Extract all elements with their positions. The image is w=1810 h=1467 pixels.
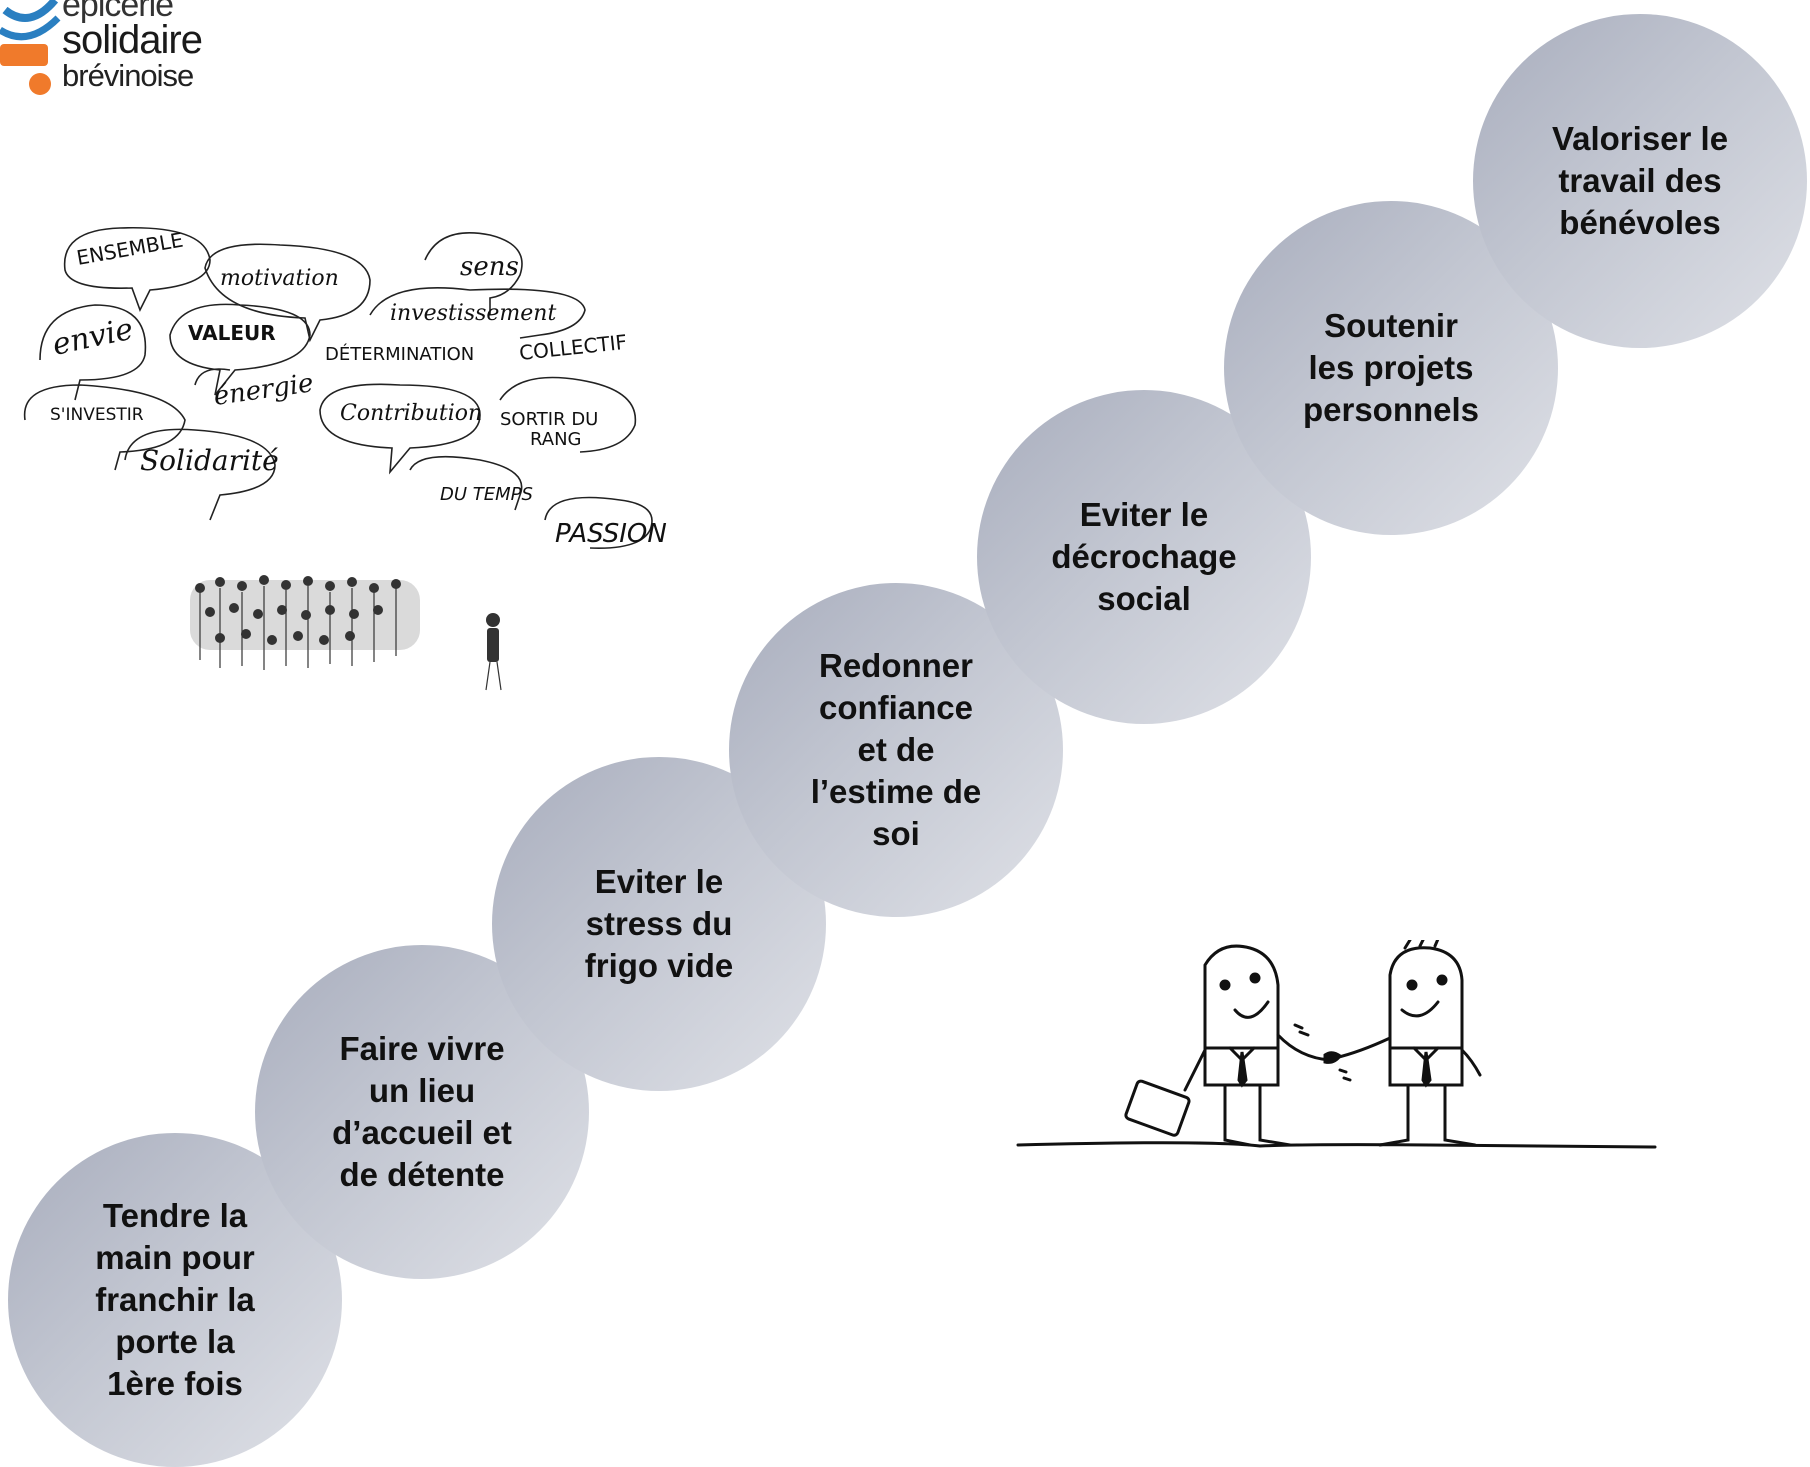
svg-text:envie: envie bbox=[49, 312, 136, 363]
step-label: Valoriser le travail des bénévoles bbox=[1551, 120, 1729, 241]
step-circle-5: Eviter le décrochage social bbox=[977, 390, 1311, 724]
step-label: Soutenir les projets personnels bbox=[1302, 307, 1480, 428]
svg-text:SORTIR DU: SORTIR DU bbox=[500, 409, 598, 430]
svg-text:VALEUR: VALEUR bbox=[188, 321, 276, 345]
step-label: Redonner confiance et de l’estime de soi bbox=[810, 647, 982, 852]
step-circle-7: Valoriser le travail des bénévoles bbox=[1473, 14, 1807, 348]
step-label: Faire vivre un lieu d’accueil et de déte… bbox=[332, 1030, 512, 1193]
logo-text-line3: brévinoise bbox=[62, 58, 194, 93]
step-circle-4: Redonner confiance et de l’estime de soi bbox=[729, 583, 1063, 917]
svg-text:énergie: énergie bbox=[212, 368, 315, 412]
svg-text:Contribution: Contribution bbox=[340, 401, 482, 426]
handshake-illustration bbox=[1010, 936, 1690, 1160]
svg-text:DÉTERMINATION: DÉTERMINATION bbox=[325, 343, 474, 365]
svg-text:PASSION: PASSION bbox=[555, 519, 667, 549]
svg-text:S'INVESTIR: S'INVESTIR bbox=[50, 405, 144, 425]
logo: épicerie solidaire brévinoise bbox=[0, 0, 230, 100]
handshake-icon bbox=[1016, 936, 1657, 1149]
svg-text:Solidarité: Solidarité bbox=[140, 444, 279, 477]
step-circle-1: Tendre la main pour franchir la porte la… bbox=[8, 1133, 342, 1467]
svg-text:DU TEMPS: DU TEMPS bbox=[440, 484, 533, 505]
word-cloud-illustration: ENSEMBLE motivation sens investissement … bbox=[20, 220, 670, 710]
crowd-sketch-icon: ENSEMBLE motivation sens investissement … bbox=[23, 226, 667, 691]
step-label: Eviter le décrochage social bbox=[1051, 496, 1237, 617]
step-label: Eviter le stress du frigo vide bbox=[584, 863, 734, 984]
svg-text:sens: sens bbox=[460, 252, 519, 282]
logo-text-line2: solidaire bbox=[62, 18, 203, 62]
svg-text:investissement: investissement bbox=[390, 301, 556, 326]
svg-text:motivation: motivation bbox=[220, 266, 339, 291]
step-label: Tendre la main pour franchir la porte la… bbox=[95, 1197, 255, 1402]
logo-text-line1: épicerie bbox=[62, 0, 174, 24]
logo-mark-icon bbox=[0, 0, 61, 95]
svg-text:ENSEMBLE: ENSEMBLE bbox=[75, 228, 185, 270]
svg-text:RANG: RANG bbox=[530, 429, 582, 450]
